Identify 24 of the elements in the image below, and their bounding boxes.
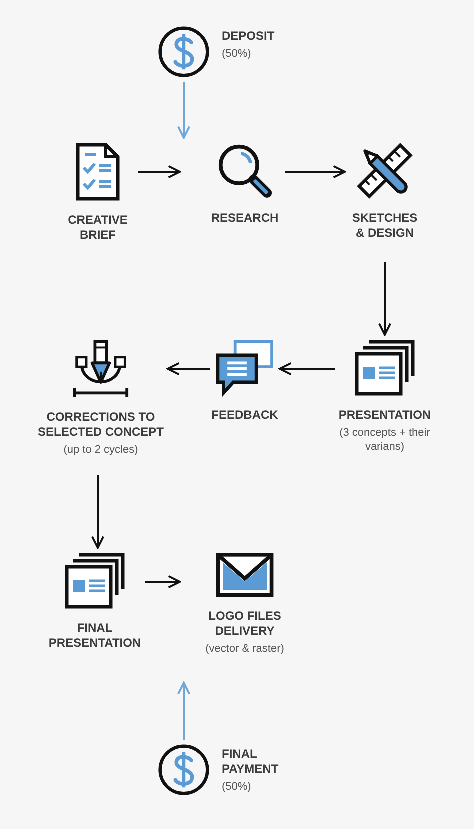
arrow <box>279 362 335 376</box>
step-title: SKETCHES & DESIGN <box>351 211 419 241</box>
arrow <box>138 165 181 179</box>
step-title: CORRECTIONS TO SELECTED CONCEPT <box>36 410 165 440</box>
arrow <box>145 575 181 589</box>
step-title: PRESENTATION <box>338 408 432 423</box>
step-title: FINAL PRESENTATION <box>48 621 142 651</box>
arrow <box>378 262 392 336</box>
step-title: CREATIVE BRIEF <box>67 213 129 243</box>
step-note: (vector & raster) <box>206 642 284 656</box>
arrow <box>167 362 210 376</box>
payment-note: (50%) <box>222 47 252 61</box>
step-title: RESEARCH <box>211 211 279 226</box>
payment-note: (50%) <box>222 780 252 794</box>
arrow <box>177 82 191 139</box>
arrow <box>91 475 105 549</box>
arrow <box>177 682 191 740</box>
step-note: (3 concepts + their varians) <box>338 426 432 454</box>
payment-title: DEPOSIT <box>222 29 275 44</box>
step-title: FEEDBACK <box>212 408 278 423</box>
arrow <box>285 165 346 179</box>
payment-title: FINAL PAYMENT <box>222 747 280 777</box>
step-note: (up to 2 cycles) <box>64 443 138 457</box>
step-title: LOGO FILES DELIVERY <box>208 609 282 639</box>
